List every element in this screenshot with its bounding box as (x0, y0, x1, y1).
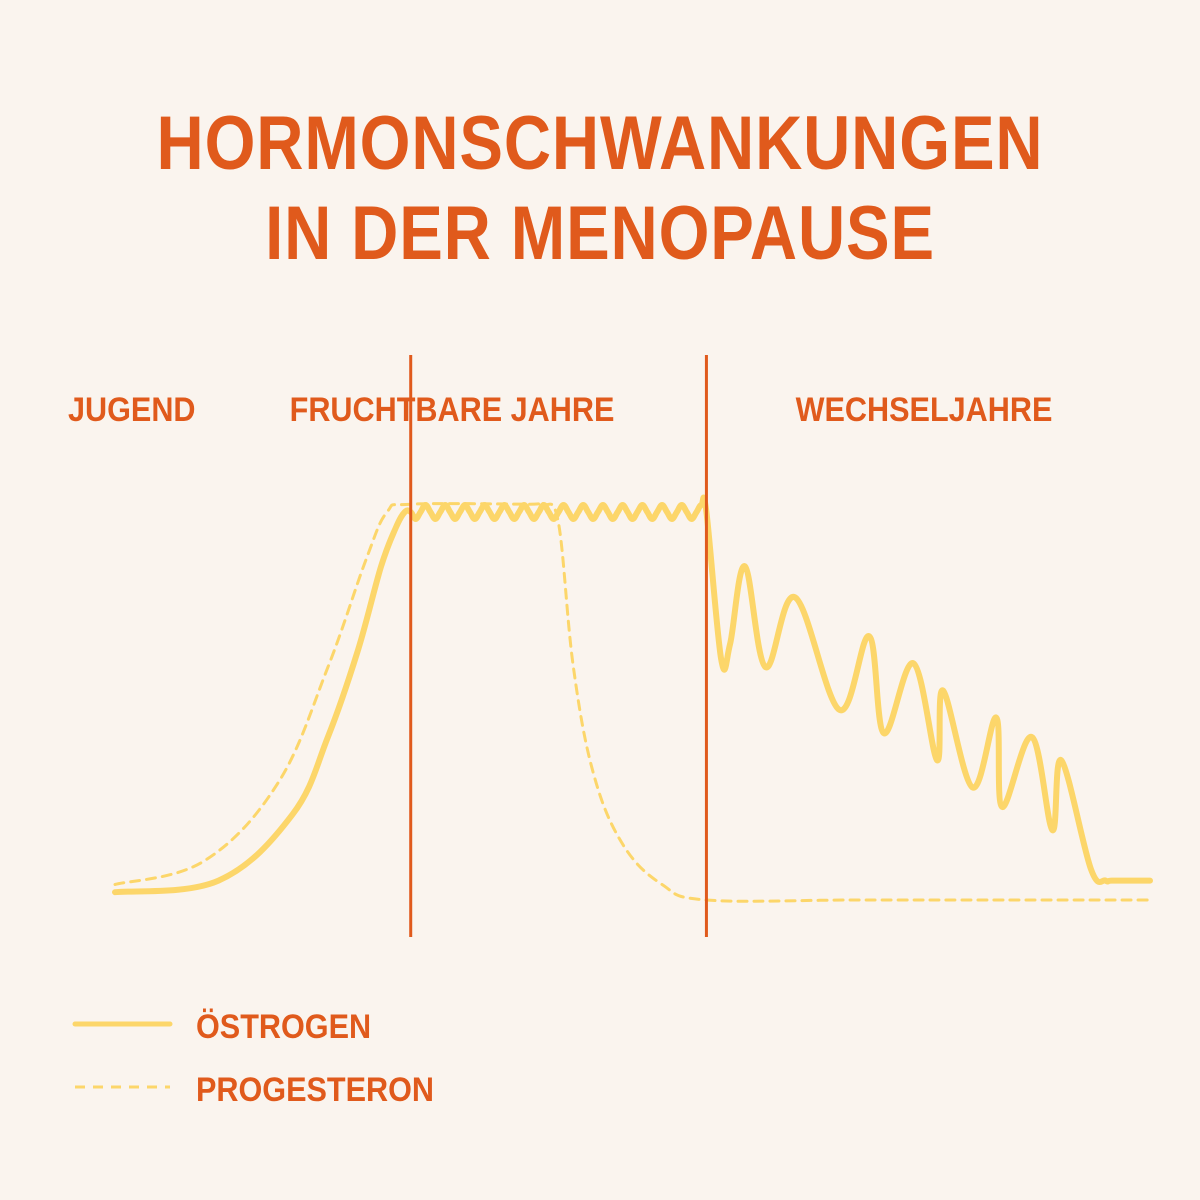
phase-label-fruchtbare-jahre: FRUCHTBARE JAHRE (289, 391, 615, 429)
chart-title-line-2: IN DER MENOPAUSE (265, 191, 935, 276)
phase-label-wechseljahre: WECHSELJAHRE (795, 391, 1053, 429)
legend-label-oestrogen: ÖSTROGEN (196, 1008, 372, 1046)
chart-title-line-1: HORMONSCHWANKUNGEN (156, 101, 1044, 186)
phase-label-jugend: JUGEND (68, 391, 196, 429)
series-oestrogen-line (112, 494, 1153, 896)
series-progesteron-line (113, 501, 1152, 903)
legend-label-progesteron: PROGESTERON (196, 1071, 435, 1109)
